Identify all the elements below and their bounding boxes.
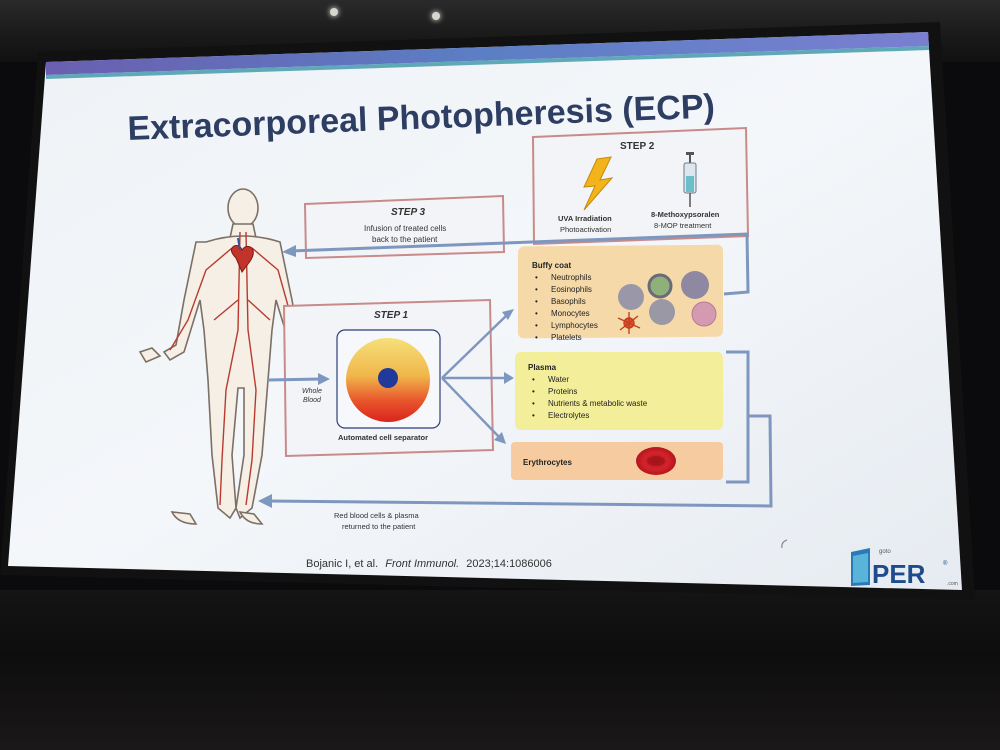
step2-box: STEP 2 UVA Irradiation Photoactivation 8…	[531, 126, 750, 246]
svg-text:•: •	[532, 411, 535, 420]
plasma-item: Water	[548, 375, 569, 384]
uva-line1: UVA Irradiation	[558, 214, 612, 223]
return-rbc-plasma-arrow	[267, 350, 773, 508]
svg-text:•: •	[535, 285, 538, 294]
heart-icon	[230, 237, 254, 273]
eosinophil-icon	[647, 273, 673, 299]
gotoper-logo: goto PER ® .com	[851, 548, 958, 589]
svg-text:•: •	[535, 333, 538, 342]
whole-blood-line2: Blood	[303, 397, 322, 404]
lightning-icon	[583, 156, 614, 211]
monocyte-icon	[649, 299, 675, 325]
buffy-item: Lymphocytes	[551, 321, 598, 330]
step3-line2: back to the patient	[372, 235, 438, 244]
buffy-item: Platelets	[551, 333, 582, 342]
logo-suffix: .com	[947, 581, 958, 587]
plasma-title: Plasma	[528, 363, 557, 372]
plasma-box: Plasma • Water • Proteins • Nutrients & met…	[515, 352, 723, 430]
step3-line1: Infusion of treated cells	[364, 224, 446, 233]
citation: Bojanic I, et al. Front Immunol. 2023;14…	[306, 558, 552, 570]
platelet-icon	[617, 312, 641, 334]
human-body-icon	[138, 188, 318, 525]
erythrocytes-title: Erythrocytes	[523, 458, 572, 467]
svg-text:•: •	[535, 273, 538, 282]
lymphocyte-icon	[691, 301, 717, 327]
return-treated-arrow	[289, 232, 750, 296]
buffy-item: Eosinophils	[551, 285, 592, 294]
plasma-item: Proteins	[548, 387, 577, 396]
buffy-item: Monocytes	[551, 309, 590, 318]
separation-arrows	[441, 313, 509, 439]
citation-journal: Front Immunol.	[385, 558, 459, 570]
svg-text:•: •	[535, 309, 538, 318]
svg-text:•: •	[532, 399, 535, 408]
logo-small: goto	[879, 549, 891, 555]
erythrocytes-box: Erythrocytes	[511, 442, 723, 480]
buffy-title: Buffy coat	[532, 261, 571, 270]
separator-center	[378, 368, 398, 388]
buffy-item: Basophils	[551, 297, 586, 306]
svg-text:•: •	[535, 297, 538, 306]
whole-blood-arrow: Whole Blood	[267, 373, 330, 404]
neutrophil-icon	[618, 284, 644, 310]
step1-box: STEP 1 Automated cell separator	[282, 298, 495, 458]
mop-line2: 8-MOP treatment	[654, 221, 712, 230]
svg-text:•: •	[532, 375, 535, 384]
mop-line1: 8-Methoxypsoralen	[651, 210, 720, 219]
step1-title: STEP 1	[374, 310, 409, 321]
step1-caption: Automated cell separator	[338, 433, 428, 442]
return-line1: Red blood cells & plasma	[334, 511, 419, 520]
ceiling-light	[432, 12, 440, 20]
logo-main: PER	[872, 559, 926, 589]
uva-line2: Photoactivation	[560, 225, 611, 234]
plasma-item: Nutrients & metabolic waste	[548, 399, 648, 408]
step3-title: STEP 3	[391, 207, 426, 218]
svg-text:•: •	[532, 387, 535, 396]
blood-vessels	[169, 231, 307, 506]
citation-authors: Bojanic I, et al.	[306, 558, 378, 570]
step2-title: STEP 2	[620, 141, 655, 152]
ceiling-light	[330, 8, 338, 16]
cursor-mark	[781, 539, 788, 549]
svg-text:•: •	[535, 321, 538, 330]
step3-box: STEP 3 Infusion of treated cells back to…	[303, 194, 506, 260]
svg-text:Bojanic I, et al. Front: Bojanic I, et al. Front Immunol. 2023;14…	[306, 558, 552, 570]
buffy-item: Neutrophils	[551, 273, 591, 282]
slide-header-bar	[46, 32, 929, 75]
buffy-coat-box: Buffy coat • Neutrophils • Eosinophils • Ba…	[518, 244, 723, 342]
return-line2: returned to the patient	[342, 522, 416, 531]
plasma-item: Electrolytes	[548, 411, 589, 420]
syringe-icon	[683, 152, 697, 207]
basophil-icon	[681, 271, 709, 299]
whole-blood-line1: Whole	[302, 388, 322, 395]
logo-reg: ®	[943, 560, 948, 567]
stage-floor	[0, 590, 1000, 750]
citation-details: 2023;14:1086006	[466, 558, 552, 570]
